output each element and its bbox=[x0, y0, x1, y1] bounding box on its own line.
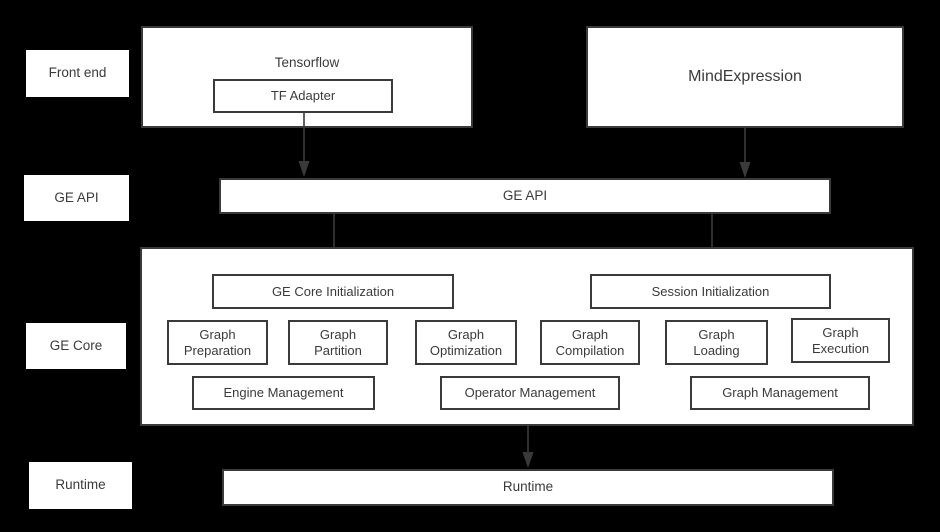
graph-management-label: Graph Management bbox=[722, 385, 838, 401]
mindexpression-panel[interactable]: MindExpression bbox=[586, 26, 904, 128]
graph-compilation-node[interactable]: Graph Compilation bbox=[540, 320, 640, 365]
layer-label-front-end-text: Front end bbox=[48, 65, 107, 81]
ge-core-initialization-node[interactable]: GE Core Initialization bbox=[212, 274, 454, 309]
graph-execution-line1: Graph bbox=[822, 324, 859, 340]
session-initialization-node[interactable]: Session Initialization bbox=[590, 274, 831, 309]
ge-api-bar[interactable]: GE API bbox=[219, 178, 831, 214]
ge-api-bar-label: GE API bbox=[502, 187, 548, 203]
graph-partition-line1: Graph bbox=[319, 326, 357, 342]
layer-label-runtime-text: Runtime bbox=[55, 477, 106, 493]
layer-label-ge-api-text: GE API bbox=[54, 189, 99, 205]
graph-loading-line2: Loading bbox=[693, 342, 740, 358]
runtime-bar-label: Runtime bbox=[502, 479, 554, 495]
graph-optimization-line1: Graph bbox=[447, 326, 485, 342]
arrow-ge-core-to-runtime bbox=[520, 426, 540, 470]
graph-partition-node[interactable]: Graph Partition bbox=[288, 320, 388, 365]
graph-execution-node[interactable]: Graph Execution bbox=[791, 318, 890, 363]
layer-label-ge-api: GE API bbox=[24, 175, 129, 221]
arrow-tf-adapter-to-ge-api bbox=[296, 113, 316, 179]
graph-compilation-line1: Graph bbox=[571, 326, 609, 342]
graph-loading-line1: Graph bbox=[698, 326, 735, 342]
graph-loading-node[interactable]: Graph Loading bbox=[665, 320, 768, 365]
runtime-bar[interactable]: Runtime bbox=[222, 469, 834, 506]
graph-preparation-line2: Preparation bbox=[183, 342, 252, 358]
tf-adapter-label: TF Adapter bbox=[270, 88, 336, 104]
ge-core-initialization-label: GE Core Initialization bbox=[271, 283, 395, 299]
graph-partition-line2: Partition bbox=[314, 342, 362, 358]
operator-management-node[interactable]: Operator Management bbox=[440, 376, 620, 410]
operator-management-label: Operator Management bbox=[464, 385, 596, 401]
graph-preparation-node[interactable]: Graph Preparation bbox=[167, 320, 268, 365]
session-initialization-label: Session Initialization bbox=[651, 283, 770, 299]
engine-management-label: Engine Management bbox=[223, 385, 344, 401]
graph-optimization-line2: Optimization bbox=[429, 342, 503, 358]
layer-label-ge-core-text: GE Core bbox=[49, 337, 103, 353]
arrow-mindexpression-to-ge-api bbox=[737, 128, 757, 180]
layer-label-runtime: Runtime bbox=[29, 462, 132, 509]
graph-compilation-line2: Compilation bbox=[555, 342, 625, 358]
graph-execution-line2: Execution bbox=[811, 340, 870, 356]
graph-optimization-node[interactable]: Graph Optimization bbox=[415, 320, 517, 365]
mindexpression-title: MindExpression bbox=[688, 68, 802, 86]
tf-adapter-node[interactable]: TF Adapter bbox=[213, 79, 393, 113]
engine-management-node[interactable]: Engine Management bbox=[192, 376, 375, 410]
graph-management-node[interactable]: Graph Management bbox=[690, 376, 870, 410]
layer-label-ge-core: GE Core bbox=[26, 323, 126, 369]
tensorflow-title: Tensorflow bbox=[274, 55, 340, 70]
graph-preparation-line1: Graph bbox=[199, 326, 236, 342]
layer-label-front-end: Front end bbox=[26, 50, 129, 97]
